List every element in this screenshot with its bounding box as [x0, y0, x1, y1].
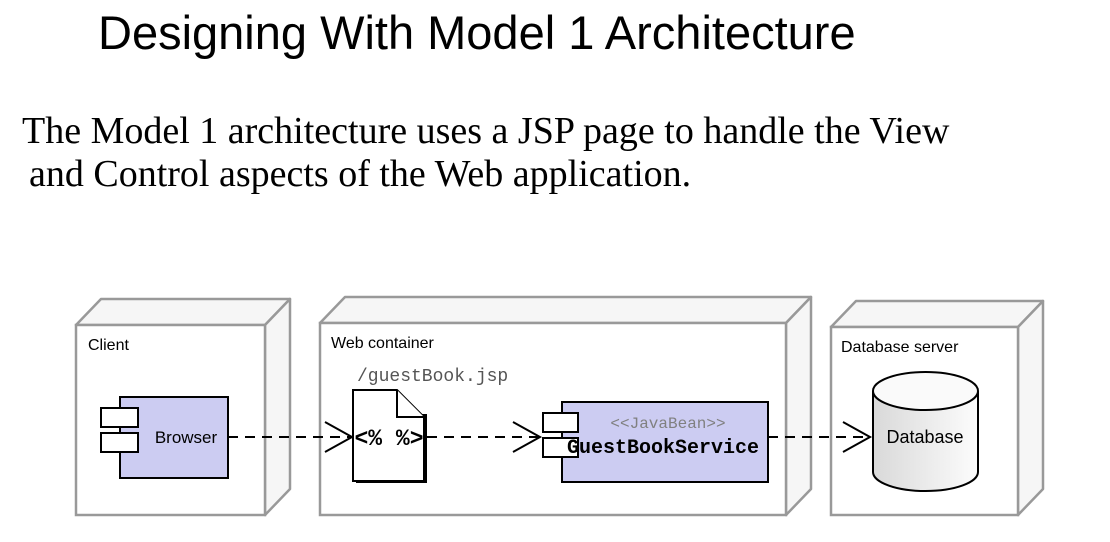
body-line-1: The Model 1 architecture uses a JSP page…	[22, 110, 950, 152]
javabean-stereotype-label: <<JavaBean>>	[610, 415, 725, 433]
web-container-side-face	[784, 295, 813, 517]
request-arrows	[228, 421, 873, 453]
jsp-file-name-label: /guestBook.jsp	[357, 367, 508, 387]
database-server-top-face	[829, 299, 1045, 329]
database-cylinder-top	[872, 371, 979, 411]
jsp-page-fold-corner-icon	[396, 390, 424, 418]
browser-component: Browser	[100, 396, 229, 479]
database-cylinder-icon: Database	[872, 371, 979, 492]
database-label: Database	[886, 427, 963, 447]
jsp-to-bean-arrowhead-icon	[512, 421, 543, 453]
database-server-label: Database server	[841, 339, 959, 356]
client-node-label: Client	[88, 337, 129, 354]
bean-to-database-arrowhead-icon	[842, 421, 873, 453]
guestbookservice-component-body	[561, 401, 769, 483]
body-line-2: and Control aspects of the Web applicati…	[29, 153, 692, 195]
client-node-side-face	[263, 297, 292, 517]
database-cylinder-body	[872, 391, 979, 492]
page-title: Designing With Model 1 Architecture	[98, 6, 856, 59]
web-container-top-face	[318, 295, 813, 325]
browser-component-tab-bottom-icon	[100, 432, 139, 453]
jsp-page-icon: /guestBook.jsp <% %>	[352, 367, 508, 483]
client-node-top-face	[74, 297, 292, 327]
browser-component-label: Browser	[155, 428, 218, 447]
guestbookservice-tab-top-icon	[542, 412, 579, 433]
guestbookservice-component: <<JavaBean>> GuestBookService	[542, 401, 769, 483]
guestbookservice-tab-bottom-icon	[542, 437, 579, 458]
guestbookservice-name-label: GuestBookService	[567, 437, 759, 460]
browser-component-tab-top-icon	[100, 407, 139, 428]
database-server-side-face	[1016, 299, 1045, 517]
web-container-label: Web container	[331, 335, 435, 352]
slide-body-text: The Model 1 architecture uses a JSP page…	[22, 110, 949, 196]
jsp-scriptlet-label: <% %>	[354, 426, 423, 452]
